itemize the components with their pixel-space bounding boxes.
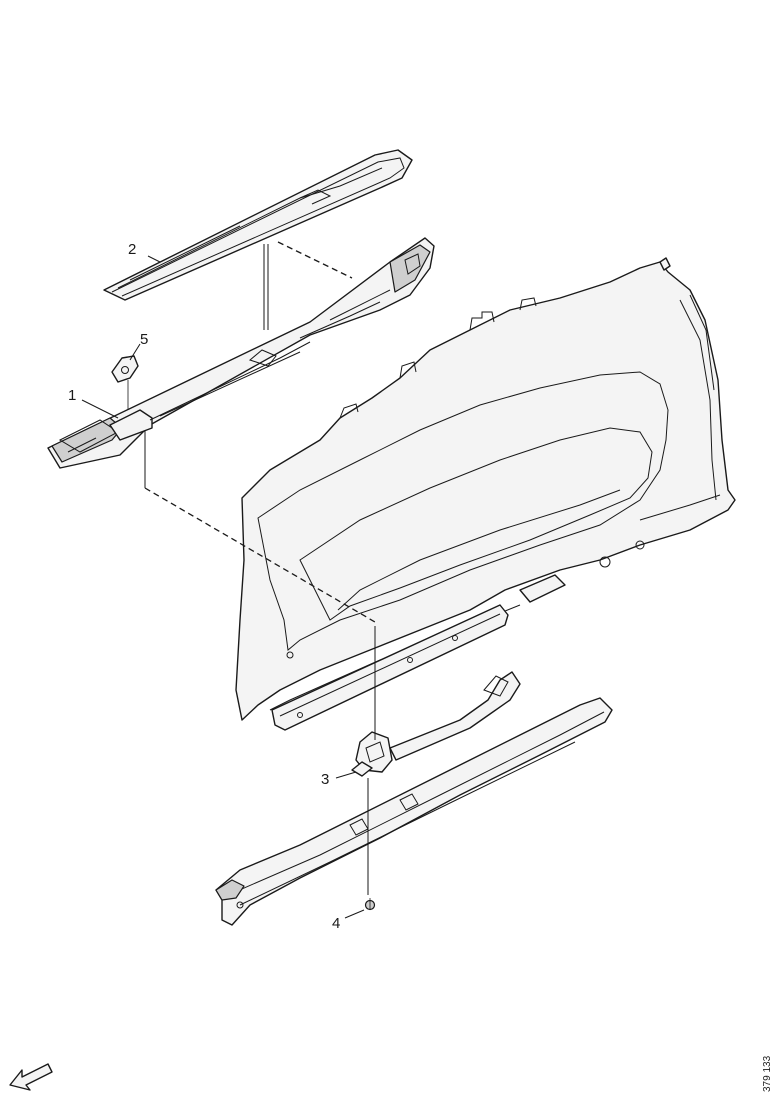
reference-code: 379 133 bbox=[762, 1055, 773, 1092]
part-2-trim-strip[interactable] bbox=[103, 149, 413, 301]
quarter-trim-panel[interactable] bbox=[235, 257, 736, 721]
callout-2: 2 bbox=[128, 241, 136, 258]
assembly-lines bbox=[144, 241, 376, 895]
callout-1: 1 bbox=[68, 387, 76, 404]
lower-inner-rail bbox=[271, 604, 509, 731]
callout-3: 3 bbox=[321, 771, 329, 788]
part-1-duct-assembly[interactable] bbox=[47, 237, 435, 469]
callout-4: 4 bbox=[332, 915, 340, 932]
callout-5: 5 bbox=[140, 331, 148, 348]
callout-leaders bbox=[81, 255, 365, 919]
part-4-screw[interactable] bbox=[364, 898, 376, 911]
part-5-clip[interactable] bbox=[111, 355, 139, 410]
lower-sill-trim[interactable] bbox=[215, 697, 613, 926]
front-direction-arrow-icon bbox=[9, 1063, 53, 1091]
